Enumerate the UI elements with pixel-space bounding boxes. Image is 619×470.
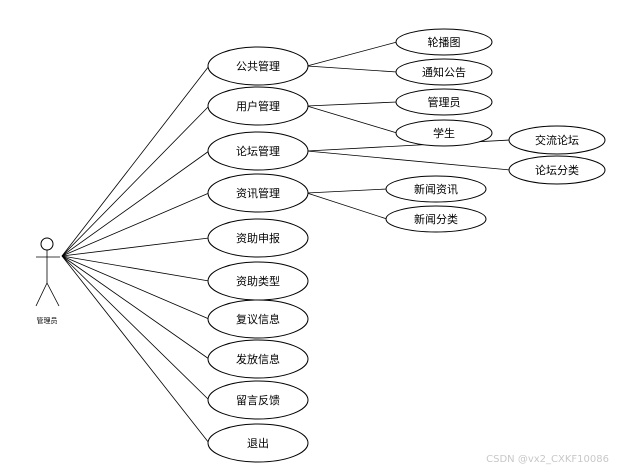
sub-use-case-oval bbox=[395, 88, 493, 116]
use-case-aid-type[interactable]: 资助类型 bbox=[207, 261, 309, 301]
use-case-label: 用户管理 bbox=[236, 99, 280, 113]
include-student bbox=[306, 105, 398, 134]
association-aid-apply bbox=[61, 237, 210, 257]
include-forum-cat bbox=[306, 150, 511, 171]
watermark: CSDN @vx2_CXKF10086 bbox=[486, 454, 609, 465]
use-case-label: 资讯管理 bbox=[236, 186, 280, 200]
include-admin bbox=[306, 101, 398, 107]
sub-use-case-forum-cat[interactable]: 论坛分类 bbox=[508, 155, 606, 185]
sub-use-case-oval bbox=[395, 28, 493, 56]
use-case-issue[interactable]: 发放信息 bbox=[207, 339, 309, 379]
use-case-oval bbox=[207, 339, 309, 379]
actor-head bbox=[40, 237, 54, 251]
use-case-oval bbox=[207, 380, 309, 420]
association-lines bbox=[61, 41, 511, 444]
sub-use-case-label: 新闻分类 bbox=[414, 212, 458, 226]
actor-label: 管理员 bbox=[37, 316, 58, 325]
sub-use-case-label: 论坛分类 bbox=[535, 163, 579, 177]
sub-use-case-label: 学生 bbox=[433, 126, 455, 140]
use-case-aid-apply[interactable]: 资助申报 bbox=[207, 218, 309, 258]
use-case-feedback[interactable]: 留言反馈 bbox=[207, 380, 309, 420]
sub-use-case-label: 管理员 bbox=[428, 95, 461, 109]
sub-use-case-news-cat[interactable]: 新闻分类 bbox=[385, 205, 487, 233]
sub-use-case-label: 轮播图 bbox=[428, 35, 461, 49]
use-case-label: 退出 bbox=[247, 436, 269, 450]
association-issue bbox=[61, 255, 210, 360]
sub-use-case-oval bbox=[385, 175, 487, 203]
association-review bbox=[61, 255, 210, 320]
use-case-label: 资助申报 bbox=[236, 231, 280, 245]
sub-use-case-label: 新闻资讯 bbox=[414, 182, 458, 196]
association-logout bbox=[61, 255, 210, 444]
actor-left-leg bbox=[35, 282, 48, 307]
sub-use-case-label: 交流论坛 bbox=[535, 133, 579, 147]
sub-use-case-student[interactable]: 学生 bbox=[395, 119, 493, 147]
sub-use-case-oval bbox=[395, 58, 493, 86]
sub-use-case-forum-talk[interactable]: 交流论坛 bbox=[508, 125, 606, 155]
include-carousel bbox=[306, 41, 398, 67]
association-public bbox=[61, 65, 210, 257]
use-case-oval bbox=[207, 299, 309, 339]
sub-use-case-admin[interactable]: 管理员 bbox=[395, 88, 493, 116]
association-news bbox=[61, 192, 210, 257]
use-case-label: 公共管理 bbox=[236, 59, 280, 73]
sub-use-case-oval bbox=[508, 125, 606, 155]
sub-use-case-carousel[interactable]: 轮播图 bbox=[395, 28, 493, 56]
association-forum bbox=[61, 150, 210, 257]
use-case-oval bbox=[207, 173, 309, 213]
use-case-label: 复议信息 bbox=[236, 312, 280, 326]
use-case-logout[interactable]: 退出 bbox=[207, 423, 309, 463]
sub-use-case-oval bbox=[385, 205, 487, 233]
use-case-review[interactable]: 复议信息 bbox=[207, 299, 309, 339]
use-case-user[interactable]: 用户管理 bbox=[207, 86, 309, 126]
use-case-oval bbox=[207, 86, 309, 126]
actor-right-leg bbox=[46, 282, 60, 307]
association-feedback bbox=[61, 255, 210, 401]
actor-figure: 管理员 bbox=[35, 237, 60, 325]
use-case-forum[interactable]: 论坛管理 bbox=[207, 131, 309, 171]
use-case-public[interactable]: 公共管理 bbox=[207, 46, 309, 86]
use-case-oval bbox=[207, 46, 309, 86]
sub-use-case-label: 通知公告 bbox=[422, 65, 466, 79]
include-notice bbox=[306, 65, 398, 73]
association-aid-type bbox=[61, 255, 210, 282]
use-case-oval bbox=[207, 218, 309, 258]
use-case-news[interactable]: 资讯管理 bbox=[207, 173, 309, 213]
include-news-info bbox=[306, 188, 388, 194]
use-case-oval bbox=[207, 423, 309, 463]
use-case-label: 发放信息 bbox=[236, 352, 280, 366]
use-case-label: 论坛管理 bbox=[236, 144, 280, 158]
association-user bbox=[61, 105, 210, 257]
sub-use-case-oval bbox=[395, 119, 493, 147]
use-case-label: 资助类型 bbox=[236, 274, 280, 288]
sub-use-case-news-info[interactable]: 新闻资讯 bbox=[385, 175, 487, 203]
sub-use-case-oval bbox=[508, 155, 606, 185]
include-news-cat bbox=[306, 192, 388, 220]
use-case-oval bbox=[207, 131, 309, 171]
use-case-label: 留言反馈 bbox=[236, 394, 280, 407]
sub-use-case-notice[interactable]: 通知公告 bbox=[395, 58, 493, 86]
